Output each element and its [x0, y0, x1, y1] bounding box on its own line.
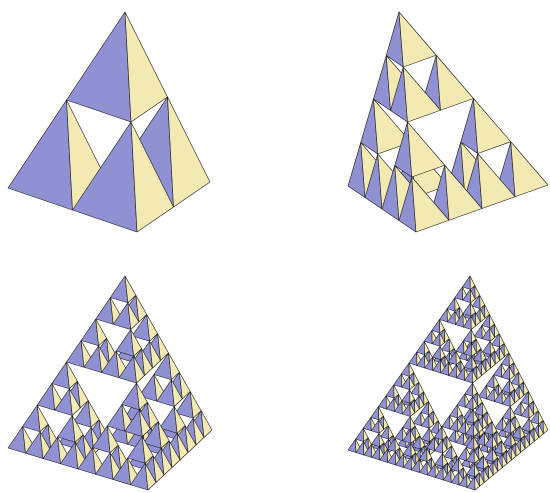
tetra-face-left: [371, 407, 379, 420]
tetra-face-left: [462, 276, 470, 289]
tetra-face-left: [455, 287, 463, 300]
tetra-face-left: [363, 417, 371, 430]
tetra-face-left: [522, 418, 530, 431]
tetra-face-left: [356, 428, 364, 441]
tetra-face-right: [543, 420, 548, 433]
tetra-face-left: [394, 374, 402, 387]
sierpinski-tetrahedron-level-4: [348, 276, 548, 490]
tetra-face-left: [459, 447, 467, 460]
tetra-face-left: [440, 309, 448, 322]
tetra-face-right: [474, 99, 511, 154]
tetra-face-right: [168, 97, 211, 207]
tetra-face-left: [435, 453, 443, 466]
sierpinski-tetrahedron-level-2: [348, 12, 548, 232]
sierpinski-tetrahedron-level-3: [8, 276, 212, 490]
tetra-face-left: [464, 330, 472, 343]
tetra-face-left: [442, 416, 450, 429]
tetra-face-left: [495, 417, 503, 430]
tetra-face-left: [483, 341, 491, 354]
tetra-face-left: [386, 385, 394, 398]
tetra-face-left: [402, 390, 410, 403]
tetra-face-left: [503, 407, 511, 420]
tetra-face-right: [436, 55, 473, 110]
tetra-face-left: [433, 346, 441, 359]
tetra-face-left: [8, 100, 73, 210]
tetra-face-left: [67, 12, 132, 122]
tetra-face-left: [417, 341, 425, 354]
tetra-face-right: [399, 12, 436, 67]
tetra-face-left: [465, 383, 473, 396]
tetra-face-left: [494, 364, 502, 377]
tetra-face-left: [401, 363, 409, 376]
tetra-face-left: [409, 352, 417, 365]
tetra-face-right: [408, 122, 445, 177]
tetra-face-left: [447, 298, 455, 311]
tetra-face-left: [450, 405, 458, 418]
tetra-face-left: [474, 325, 482, 338]
tetra-face-left: [422, 428, 430, 441]
tetra-face-right: [511, 142, 548, 197]
tetra-face-left: [457, 394, 465, 407]
tetra-face-left: [413, 412, 421, 425]
tetra-face-left: [513, 402, 521, 415]
tetra-face-left: [348, 439, 356, 452]
tetra-face-left: [432, 320, 440, 333]
tetra-face-right: [125, 12, 168, 122]
sierpinski-tetrahedron-level-1: [8, 12, 210, 232]
tetra-face-left: [456, 340, 464, 353]
tetra-face-left: [502, 380, 510, 393]
tetra-face-left: [486, 375, 494, 388]
tetra-face-left: [463, 303, 471, 316]
tetra-face-left: [403, 417, 411, 430]
tetra-face-left: [424, 330, 432, 343]
tetra-face-left: [379, 396, 387, 409]
tetra-face-left: [372, 433, 380, 446]
tetra-face-left: [395, 427, 403, 440]
